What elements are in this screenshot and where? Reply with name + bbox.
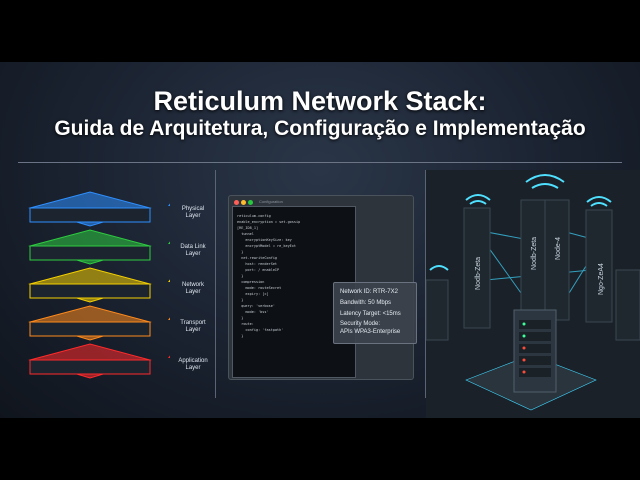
layer-stack-illustration bbox=[28, 191, 170, 379]
arrow-up-icon bbox=[168, 317, 170, 320]
code-line: } bbox=[237, 250, 244, 254]
layer-slab-side bbox=[29, 207, 151, 223]
bandwidth: Bandwith: 50 Mbps bbox=[340, 300, 392, 306]
code-line: net.rewriteConfig bbox=[237, 256, 278, 260]
node-label: Nodb-Zeta bbox=[475, 257, 482, 290]
panel-divider bbox=[215, 170, 216, 398]
network-nodes-illustration: Nodb-Zeta Nodb-Zeta Node-4 Ngo-ZeA4 bbox=[426, 170, 640, 418]
arrow-up-icon bbox=[168, 279, 170, 282]
arrow-up-icon bbox=[168, 355, 170, 358]
arrow-up-icon bbox=[168, 241, 170, 244]
code-line: enable_encryption = set-gossip bbox=[237, 220, 301, 224]
code-line: encryptModel = re_keyExt bbox=[237, 244, 297, 248]
layer-slab-side bbox=[29, 359, 151, 375]
layer-label: Data Link Layer bbox=[180, 244, 206, 257]
title-divider bbox=[18, 162, 622, 163]
code-line: } bbox=[237, 316, 244, 320]
layer-label: Application Layer bbox=[178, 358, 208, 371]
network-id: Network ID: RTR-7X2 bbox=[340, 289, 398, 295]
code-line: } bbox=[237, 298, 244, 302]
latency: Latency Target: <15ms bbox=[340, 311, 401, 317]
wifi-icon bbox=[429, 174, 612, 271]
layer-slab-side bbox=[29, 245, 151, 261]
title-line-1: Reticulum Network Stack: bbox=[153, 86, 487, 116]
security-label: Security Mode: bbox=[340, 321, 381, 327]
layer-slab-side bbox=[29, 283, 151, 299]
node-label: Node-4 bbox=[555, 237, 562, 260]
layer-slab-side bbox=[29, 321, 151, 337]
code-line: expiry: [c] bbox=[237, 292, 269, 296]
window-title: Configuration bbox=[259, 199, 283, 204]
code-line: [RE_ID8_1] bbox=[237, 226, 259, 230]
arrow-up-icon bbox=[168, 203, 170, 206]
top-letterbox bbox=[0, 0, 640, 62]
code-line: route: bbox=[237, 322, 254, 326]
node-label: Nodb-Zeta bbox=[531, 237, 538, 270]
code-line: config: 'fastpath' bbox=[237, 328, 284, 332]
title-line-2: Guida de Arquitetura, Configuração e Imp… bbox=[54, 117, 586, 140]
code-line: tunnel bbox=[237, 232, 254, 236]
code-line: compression bbox=[237, 280, 265, 284]
security-value: APIs WPA3-Enterprise bbox=[340, 329, 401, 335]
code-line: mode: 'bss' bbox=[237, 310, 269, 314]
layer-label: Transport Layer bbox=[180, 320, 206, 333]
node-label: Ngo-ZeA4 bbox=[598, 263, 605, 295]
network-info-panel: Network ID: RTR-7X2 Bandwith: 50 Mbps La… bbox=[333, 282, 417, 344]
code-line: reticulum-config bbox=[237, 214, 271, 218]
bottom-letterbox bbox=[0, 418, 640, 480]
code-line: } bbox=[237, 274, 244, 278]
code-line: port: / enableIP bbox=[237, 268, 280, 272]
layer-label: Network Layer bbox=[181, 282, 204, 295]
code-line: encryptionKeySize: key bbox=[237, 238, 292, 242]
code-line: mode: routeSecret bbox=[237, 286, 282, 290]
code-line: host: renderSet bbox=[237, 262, 278, 266]
layer-label: Physical Layer bbox=[181, 206, 205, 219]
code-line: } bbox=[237, 334, 244, 338]
code-line: query: 'verbose' bbox=[237, 304, 275, 308]
